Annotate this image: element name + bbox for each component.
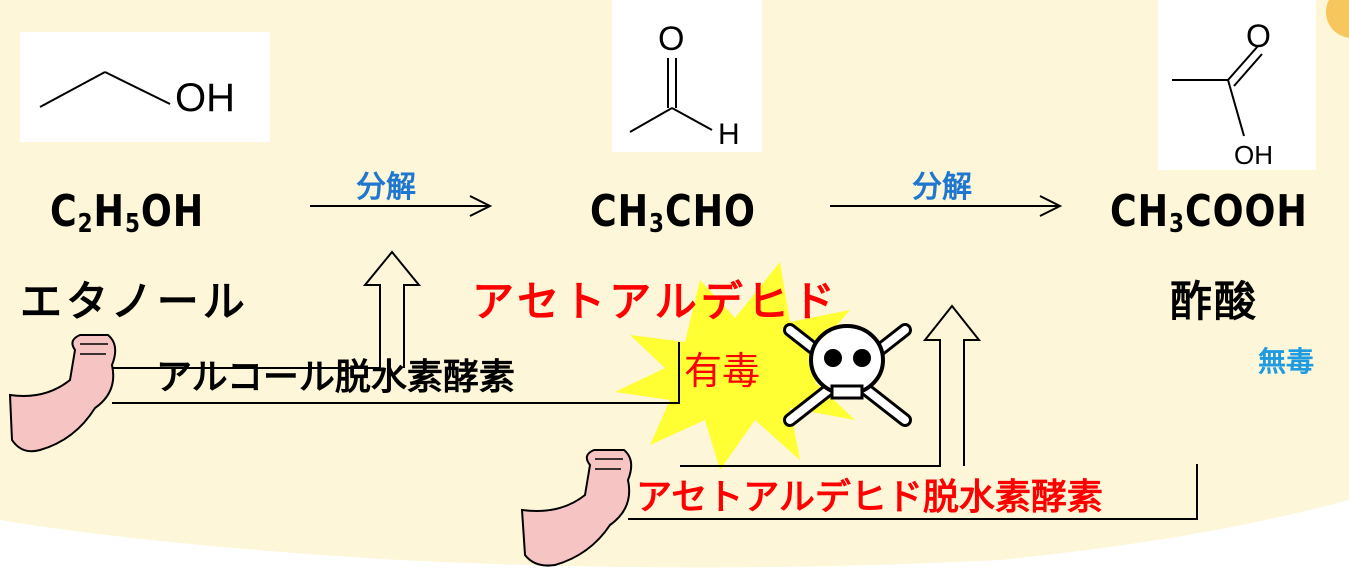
enzyme-pointer-2	[680, 304, 982, 467]
acetic-acid-name: 酢酸	[1170, 277, 1259, 326]
structure-label-oh: OH	[1234, 140, 1273, 170]
decomposition-label-1: 分解	[356, 170, 416, 205]
toxic-burst-icon	[615, 262, 880, 470]
sun-icon	[1326, 0, 1349, 38]
structure-label-o: O	[658, 20, 685, 58]
alcohol-dehydrogenase-box: アルコール脱水素酵素	[112, 342, 680, 404]
acetaldehyde-name: アセトアルデヒド	[472, 277, 839, 326]
toxic-label: 有毒	[684, 349, 761, 393]
ethanol-formula: C2H5OH	[50, 186, 205, 239]
reaction-arrow-1	[310, 195, 493, 217]
ethanol-name: エタノール	[20, 277, 249, 326]
structure-label-h: H	[718, 118, 740, 151]
reaction-arrow-2	[830, 195, 1063, 217]
ethanol-structure: OH	[20, 32, 270, 142]
structure-label-o: O	[1246, 18, 1271, 54]
nontoxic-label: 無毒	[1258, 345, 1315, 378]
aldehyde-dehydrogenase-box: アセトアルデヒド脱水素酵素	[628, 464, 1198, 520]
flexed-arm-icon	[8, 334, 117, 453]
enzyme-label: アセトアルデヒド脱水素酵素	[636, 477, 1103, 518]
flexed-arm-icon	[520, 449, 633, 567]
skull-crossbones-icon	[783, 323, 912, 427]
acetic-acid-formula: CH3COOH	[1110, 186, 1308, 239]
acetaldehyde-formula: CH3CHO	[590, 186, 756, 239]
structure-label-oh: OH	[175, 76, 235, 120]
enzyme-pointer-1	[110, 250, 422, 369]
enzyme-label: アルコール脱水素酵素	[156, 357, 515, 398]
acetaldehyde-structure: O H	[612, 0, 762, 152]
decomposition-label-2: 分解	[912, 170, 972, 205]
acetic-acid-structure: O OH	[1158, 0, 1316, 170]
